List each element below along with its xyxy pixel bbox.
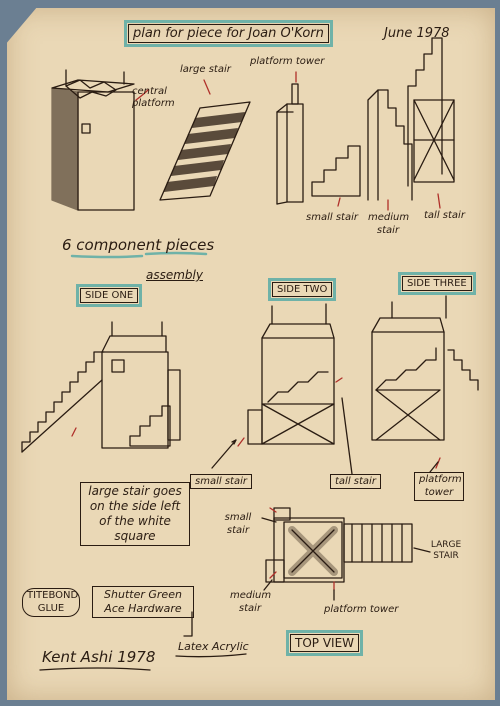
callout-tall-stair: tall stair <box>330 474 381 489</box>
date-label: June 1978 <box>384 26 450 41</box>
label-large-stair: large stair <box>180 64 231 75</box>
callout-platform-tower: platform tower <box>414 472 464 501</box>
material-paint: Shutter Green Ace Hardware <box>92 586 194 618</box>
stairs-sketch <box>311 37 455 211</box>
top-view-label: TOP VIEW <box>285 630 364 656</box>
material-glue: TITEBOND GLUE <box>22 588 80 617</box>
large-stair-note: large stair goes on the side left of the… <box>80 482 190 546</box>
side-three-label: SIDE THREE <box>398 272 476 295</box>
material-latex: Latex Acrylic <box>178 640 249 653</box>
page-title: plan for piece for Joan O'Korn <box>124 20 333 47</box>
central-platform-sketch <box>51 69 149 211</box>
label-platform-tower: platform tower <box>250 56 325 67</box>
label-small-stair: small stair <box>306 212 358 223</box>
callout-small-stair: small stair <box>190 474 252 489</box>
label-central-platform: central platform <box>132 86 175 109</box>
top-view-sketch <box>265 507 413 591</box>
label-medium-stair: medium stair <box>368 212 410 236</box>
component-pieces-heading: 6 component pieces <box>62 236 215 254</box>
assembly-label: assembly <box>146 268 203 282</box>
side-one-label: SIDE ONE <box>75 284 143 307</box>
side-one-sketch <box>21 321 181 453</box>
label-tall-stair: tall stair <box>424 210 465 221</box>
top-view-platform-tower: platform tower <box>324 604 399 615</box>
side-three-sketch <box>371 295 479 469</box>
top-view-medium-stair: medium stair <box>230 590 272 614</box>
large-stair-sketch <box>159 79 251 201</box>
side-two-label: SIDE TWO <box>267 278 337 301</box>
side-two-sketch <box>237 303 343 447</box>
top-view-large-stair: LARGE STAIR <box>430 540 462 562</box>
platform-tower-sketch <box>276 71 304 205</box>
artist-signature: Kent Ashi 1978 <box>42 648 156 666</box>
top-view-small-stair: small stair <box>224 512 252 536</box>
